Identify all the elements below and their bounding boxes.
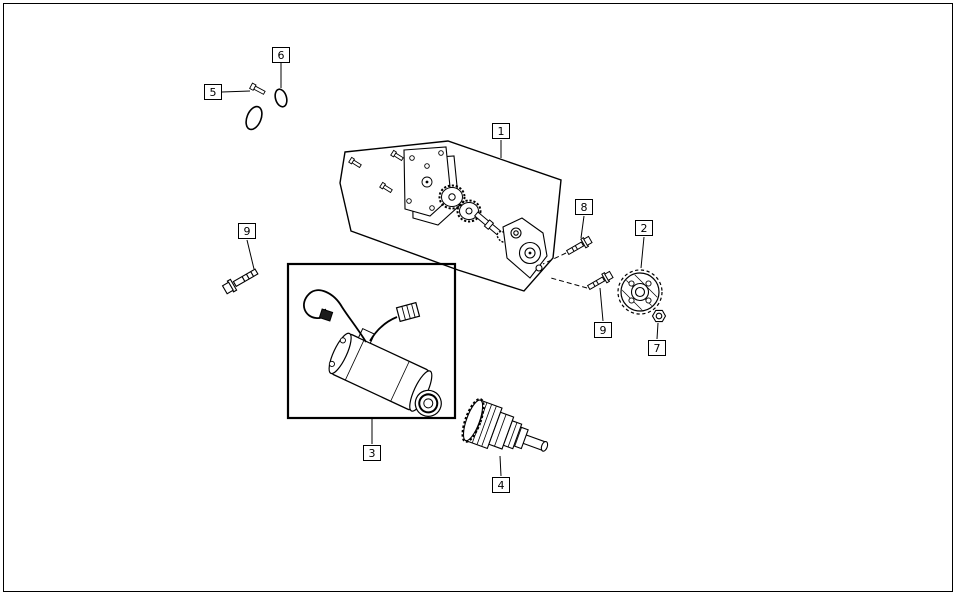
callout-7: 7 (648, 340, 666, 356)
callout-9-right: 9 (594, 322, 612, 338)
wire-connector (395, 301, 421, 323)
starter-motor-part-3 (303, 289, 442, 417)
callout-9-left: 9 (238, 223, 256, 239)
screw-part-5 (249, 82, 266, 95)
callout-4: 4 (492, 477, 510, 493)
assembly-screw-icon (390, 149, 405, 162)
callout-2: 2 (635, 220, 653, 236)
assembly-screw-icon (379, 181, 394, 194)
callout-6: 6 (272, 47, 290, 63)
ring-clip (245, 105, 263, 131)
sprocket-part-2 (617, 269, 663, 315)
callout-1: 1 (492, 123, 510, 139)
callout-5: 5 (204, 84, 222, 100)
gear-assembly-part-1 (348, 146, 548, 279)
mounting-plates (403, 146, 460, 226)
assembly-outline-part-1 (339, 140, 562, 292)
oring-part-6 (274, 88, 288, 108)
drive-gear-part-4 (461, 397, 549, 452)
assembly-screw-icon (348, 156, 363, 169)
motor-box-part-3 (286, 262, 457, 420)
idler-gears (438, 184, 482, 223)
wire-plug (318, 308, 334, 322)
leader-lines (221, 63, 659, 477)
nut-part-7 (651, 309, 667, 323)
callout-8: 8 (575, 199, 593, 215)
bolt-part-9-left (221, 265, 261, 296)
screw-part-8 (564, 234, 594, 258)
callout-3: 3 (363, 445, 381, 461)
axis-dashed-lines (542, 252, 588, 289)
end-bracket (502, 217, 548, 279)
